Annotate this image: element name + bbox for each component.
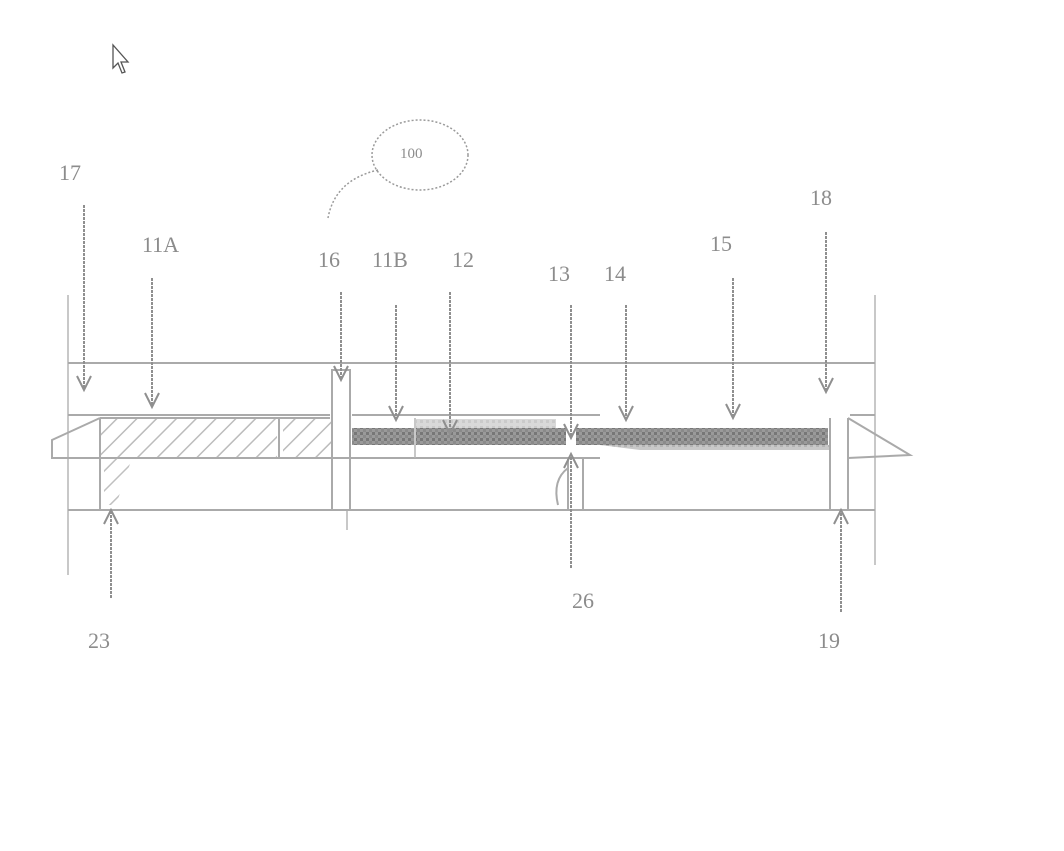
arrow-16 bbox=[333, 292, 349, 383]
label-14: 14 bbox=[604, 261, 626, 286]
label-15: 15 bbox=[710, 231, 732, 256]
arrow-19 bbox=[833, 507, 849, 612]
arrow-23 bbox=[103, 507, 119, 598]
arrow-13 bbox=[563, 305, 579, 441]
right-post bbox=[829, 418, 849, 510]
arrow-15 bbox=[725, 278, 741, 421]
arrow-18 bbox=[818, 232, 834, 395]
label-12: 12 bbox=[452, 247, 474, 272]
arrow-26 bbox=[563, 451, 579, 568]
reference-labels: 17 11A 16 11B 12 13 14 15 18 23 26 19 bbox=[59, 160, 840, 653]
bubble-label: 100 bbox=[400, 146, 423, 162]
label-17: 17 bbox=[59, 160, 81, 185]
dark-band bbox=[352, 418, 830, 458]
mouse-cursor-icon bbox=[112, 43, 130, 74]
arrow-11b bbox=[388, 305, 404, 423]
label-16: 16 bbox=[318, 247, 340, 272]
label-11a: 11A bbox=[142, 232, 179, 257]
hatched-region-11a bbox=[101, 418, 333, 505]
label-23: 23 bbox=[88, 628, 110, 653]
label-18: 18 bbox=[810, 185, 832, 210]
post-16 bbox=[331, 369, 351, 530]
arrow-11a bbox=[144, 278, 160, 410]
callout-bubble-100: 100 bbox=[327, 119, 469, 219]
arrow-14 bbox=[618, 305, 634, 423]
reference-arrows bbox=[76, 205, 849, 612]
label-26: 26 bbox=[572, 588, 594, 613]
structure-26 bbox=[555, 458, 584, 510]
upper-channel bbox=[68, 362, 875, 416]
arrow-12 bbox=[442, 292, 458, 437]
label-11b: 11B bbox=[372, 247, 408, 272]
label-19: 19 bbox=[818, 628, 840, 653]
side-walls bbox=[67, 295, 876, 575]
arrow-17 bbox=[76, 205, 92, 393]
label-13: 13 bbox=[548, 261, 570, 286]
